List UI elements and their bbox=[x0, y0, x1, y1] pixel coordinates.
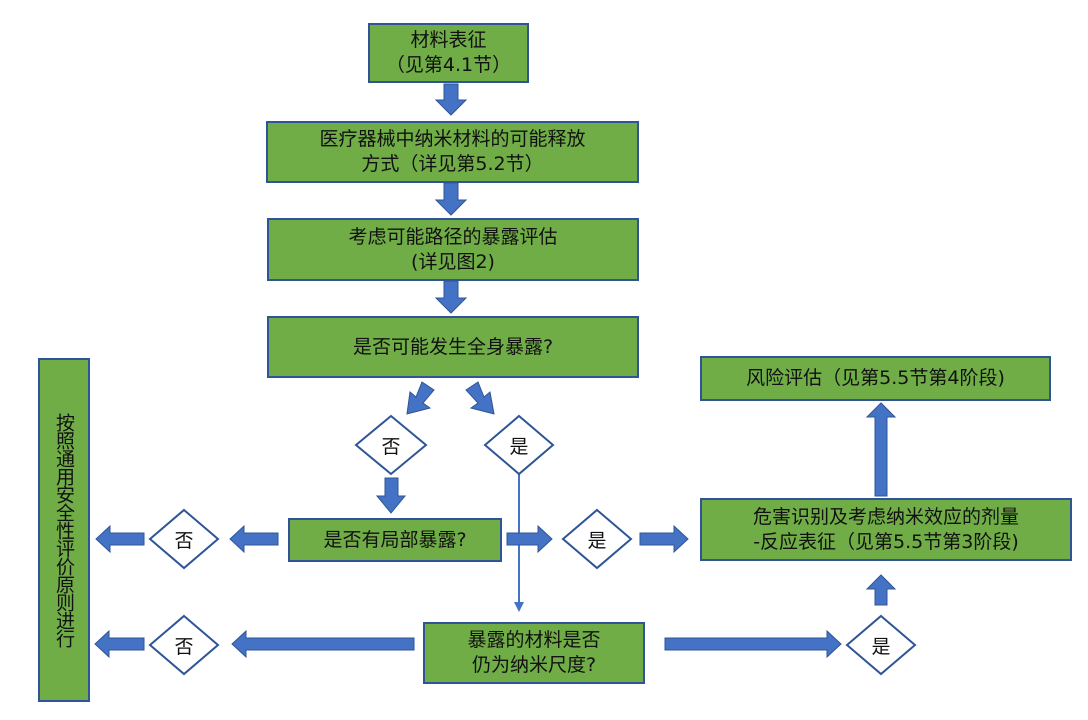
arrow-left-to-general-2 bbox=[94, 629, 145, 659]
release-mode-box: 医疗器械中纳米材料的可能释放 方式（详见第5.2节） bbox=[266, 121, 639, 183]
decision-systemic-no: 否 bbox=[354, 414, 428, 476]
local-exposure-question-box: 是否有局部暴露? bbox=[288, 518, 502, 562]
arrow-down-3 bbox=[434, 280, 468, 314]
arrow-right-nano-yes bbox=[664, 629, 842, 659]
nanoscale-question-label: 暴露的材料是否 仍为纳米尺度? bbox=[467, 629, 601, 676]
hazard-identification-box: 危害识别及考虑纳米效应的剂量 -反应表征（见第5.5节第3阶段) bbox=[700, 498, 1072, 561]
diamond-shape bbox=[148, 508, 220, 570]
exposure-assessment-label: 考虑可能路径的暴露评估 (详见图2) bbox=[348, 225, 558, 273]
decision-label: 是 bbox=[509, 435, 529, 458]
diamond-shape bbox=[561, 508, 633, 570]
decision-label: 否 bbox=[174, 529, 194, 552]
diamond-shape bbox=[148, 614, 220, 676]
arrow-up-to-risk bbox=[865, 402, 897, 497]
diamond-shape bbox=[354, 414, 428, 476]
decision-nanoscale-yes: 是 bbox=[845, 614, 917, 676]
characterization-label: 材料表征 （见第4.1节） bbox=[385, 29, 512, 76]
arrow-up-to-hazard bbox=[865, 574, 897, 606]
decision-label: 否 bbox=[381, 435, 401, 458]
arrow-down-2 bbox=[434, 182, 468, 216]
nanoscale-question-box: 暴露的材料是否 仍为纳米尺度? bbox=[423, 622, 645, 684]
arrow-diag-no bbox=[406, 381, 435, 415]
general-safety-label: 按照通用安全性评价原则进行 bbox=[53, 413, 75, 647]
decision-label: 否 bbox=[174, 635, 194, 658]
decision-label: 是 bbox=[871, 635, 891, 658]
decision-systemic-yes: 是 bbox=[483, 414, 555, 476]
characterization-box: 材料表征 （见第4.1节） bbox=[368, 23, 529, 83]
arrow-right-to-hazard bbox=[639, 524, 689, 554]
systemic-exposure-question-label: 是否可能发生全身暴露? bbox=[352, 335, 554, 358]
decision-local-no: 否 bbox=[148, 508, 220, 570]
decision-label: 是 bbox=[587, 529, 607, 552]
local-exposure-question-label: 是否有局部暴露? bbox=[323, 528, 467, 551]
general-safety-box: 按照通用安全性评价原则进行 bbox=[38, 358, 90, 702]
exposure-assessment-box: 考虑可能路径的暴露评估 (详见图2) bbox=[267, 218, 639, 281]
diamond-shape bbox=[483, 414, 555, 476]
systemic-exposure-question-box: 是否可能发生全身暴露? bbox=[267, 316, 639, 378]
arrow-left-nano-no bbox=[231, 629, 415, 659]
connector-arrowhead bbox=[514, 602, 524, 612]
risk-assessment-box: 风险评估（见第5.5节第4阶段) bbox=[700, 356, 1051, 401]
decision-local-yes: 是 bbox=[561, 508, 633, 570]
arrow-right-local-yes bbox=[506, 524, 553, 554]
risk-assessment-label: 风险评估（见第5.5节第4阶段) bbox=[746, 367, 1005, 389]
arrow-left-to-general-1 bbox=[95, 524, 145, 554]
arrow-down-1 bbox=[434, 83, 468, 116]
arrow-left-local-no bbox=[229, 524, 279, 554]
arrow-down-local bbox=[375, 477, 407, 514]
release-mode-label: 医疗器械中纳米材料的可能释放 方式（详见第5.2节） bbox=[319, 128, 586, 175]
hazard-identification-label: 危害识别及考虑纳米效应的剂量 -反应表征（见第5.5节第3阶段) bbox=[752, 505, 1019, 553]
decision-nanoscale-no: 否 bbox=[148, 614, 220, 676]
diamond-shape bbox=[845, 614, 917, 676]
arrow-diag-yes bbox=[465, 381, 495, 415]
